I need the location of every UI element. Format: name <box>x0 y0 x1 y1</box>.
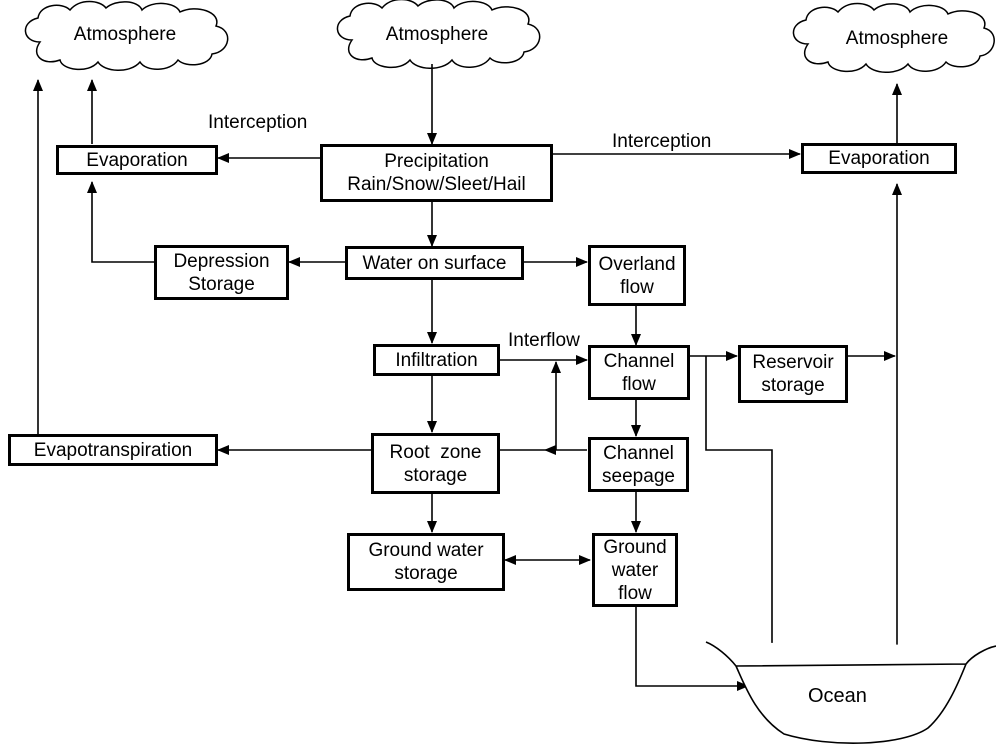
channel-seepage-box: Channel seepage <box>588 437 689 492</box>
depression-storage-box: Depression Storage <box>154 245 289 300</box>
water-on-surface-text: Water on surface <box>362 252 507 274</box>
cloud-left-shape <box>24 0 229 71</box>
root-zone-storage-box: Root zone storage <box>371 433 500 494</box>
interception-left-label: Interception <box>208 112 308 133</box>
channel-flow-line1: Channel <box>603 350 675 372</box>
reservoir-storage-line1: Reservoir <box>752 352 834 373</box>
depression-storage-line2: Storage <box>188 273 255 295</box>
ocean-label: Ocean <box>808 685 867 707</box>
precipitation-box: Precipitation Rain/Snow/Sleet/Hail <box>320 144 553 202</box>
water-on-surface-box: Water on surface <box>345 246 524 280</box>
cloud-right-shape <box>792 2 995 73</box>
evaporation-right-text: Evaporation <box>828 148 930 169</box>
interflow-label: Interflow <box>508 330 580 351</box>
precipitation-line1: Precipitation <box>384 151 489 172</box>
ground-water-storage-line1: Ground water <box>368 540 484 561</box>
atmosphere-center-label: Atmosphere <box>385 24 489 45</box>
connector-lines <box>33 64 902 691</box>
ground-water-storage-box: Ground water storage <box>347 533 505 591</box>
overland-flow-box: Overland flow <box>588 245 686 306</box>
precipitation-line2: Rain/Snow/Sleet/Hail <box>347 174 526 195</box>
channel-flow-line2: flow <box>622 373 656 395</box>
evapotranspiration-text: Evapotranspiration <box>33 439 193 461</box>
atmosphere-left-label: Atmosphere <box>73 24 177 45</box>
depression-storage-line1: Depression <box>173 250 270 272</box>
channel-seepage-line1: Channel <box>603 442 674 464</box>
overland-flow-line2: flow <box>620 276 654 298</box>
ground-water-flow-line2: water <box>611 559 659 581</box>
ground-water-flow-box: Ground water flow <box>592 533 678 607</box>
atmosphere-right-label: Atmosphere <box>845 28 949 49</box>
root-zone-storage-line2: storage <box>403 464 468 486</box>
ocean-basin-shape <box>705 641 996 744</box>
root-zone-storage-line1: Root zone <box>389 441 482 463</box>
evaporation-left-box: Evaporation <box>56 145 218 175</box>
evaporation-right-box: Evaporation <box>801 143 957 174</box>
overland-flow-line1: Overland <box>598 253 676 275</box>
evaporation-left-text: Evaporation <box>86 149 188 171</box>
channel-seepage-line2: seepage <box>602 465 675 487</box>
infiltration-box: Infiltration <box>373 344 500 376</box>
reservoir-storage-line2: storage <box>761 375 825 396</box>
ground-water-flow-line3: flow <box>618 582 652 604</box>
channel-flow-box: Channel flow <box>588 345 690 400</box>
ground-water-flow-line1: Ground <box>603 536 667 558</box>
evapotranspiration-box: Evapotranspiration <box>8 434 218 466</box>
infiltration-text: Infiltration <box>395 349 478 371</box>
ground-water-storage-line2: storage <box>394 563 458 584</box>
interception-right-label: Interception <box>612 131 712 152</box>
reservoir-storage-box: Reservoir storage <box>738 345 848 403</box>
cloud-center-shape <box>336 0 541 69</box>
